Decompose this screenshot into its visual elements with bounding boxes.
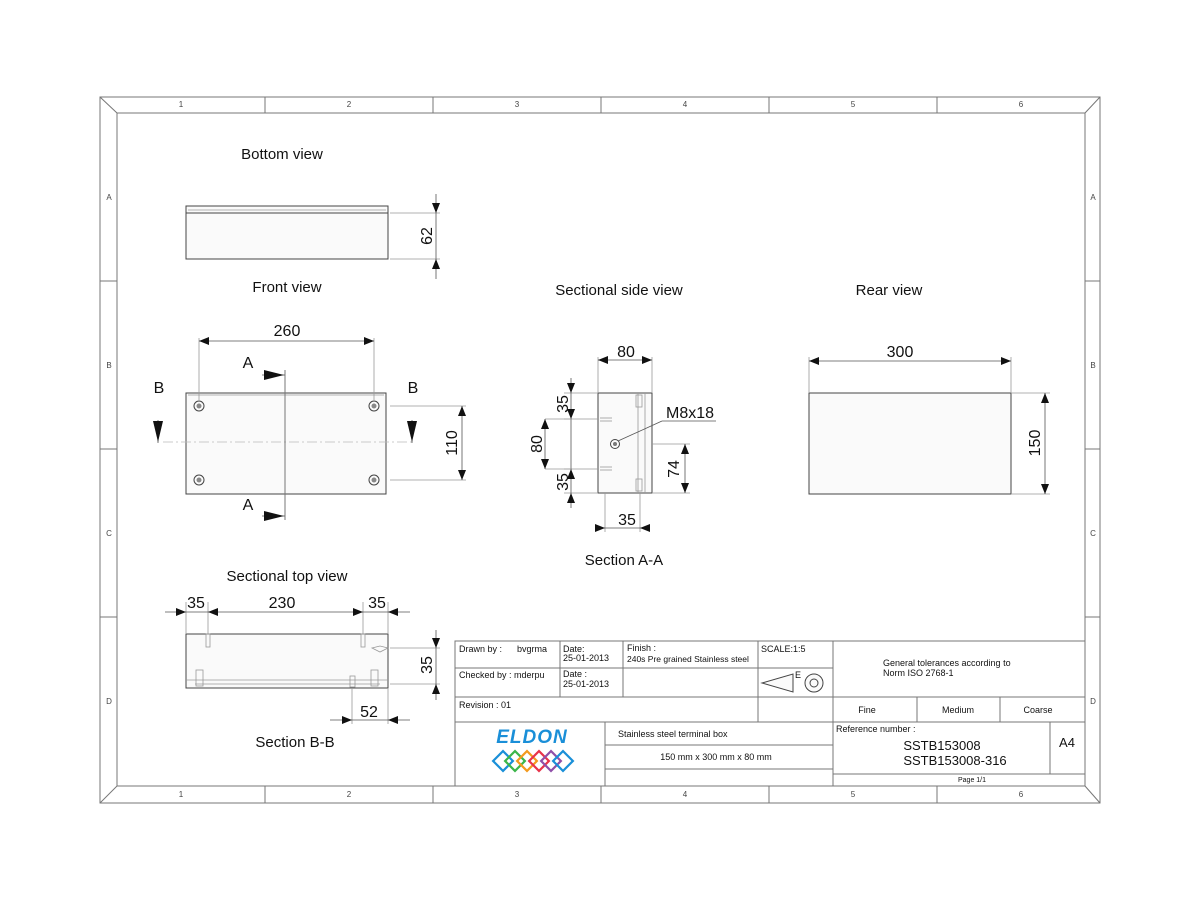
zone-col-top-6: 6 <box>1019 100 1024 109</box>
dim-top-35-right: 35 <box>368 595 386 612</box>
zone-row-left-a: A <box>106 193 112 202</box>
tolerance-line-1: General tolerances according to <box>883 658 1011 668</box>
dim-side-35-base: 35 <box>618 512 636 529</box>
reference-1: SSTB153008 <box>903 738 980 753</box>
page-number: Page 1/1 <box>958 777 986 784</box>
date-value-1: 25-01-2013 <box>563 653 609 663</box>
zone-row-right-c: C <box>1090 529 1096 538</box>
zone-row-right-a: A <box>1090 193 1096 202</box>
sectional-top-view: Sectional top view 35 230 35 35 <box>165 568 440 751</box>
zone-row-right-d: D <box>1090 697 1096 706</box>
dim-rear-width: 300 <box>887 344 914 361</box>
section-bb-label: Section B-B <box>255 734 334 751</box>
projection-symbol: E <box>760 670 824 693</box>
eldon-logo: ELDON <box>491 727 575 773</box>
dim-side-80: 80 <box>529 435 546 453</box>
dim-top-35-left: 35 <box>187 595 205 612</box>
tolerance-coarse: Coarse <box>1023 705 1052 715</box>
drawn-by-value: bvgrma <box>517 644 547 654</box>
reference-label: Reference number : <box>836 724 916 734</box>
reference-2: SSTB153008-316 <box>903 753 1006 768</box>
bottom-view: Bottom view 62 <box>185 146 440 279</box>
zone-col-bottom-5: 5 <box>851 790 856 799</box>
zone-col-bottom-1: 1 <box>179 790 184 799</box>
date-value-2: 25-01-2013 <box>563 679 609 689</box>
cut-a-bottom: A <box>243 497 254 514</box>
cut-a-top: A <box>243 355 254 372</box>
title-block: Drawn by : bvgrma Date: 25-01-2013 Finis… <box>454 640 1086 787</box>
dim-side-35-bottom: 35 <box>555 473 572 491</box>
zone-row-left-b: B <box>106 361 111 370</box>
dim-side-35-top: 35 <box>555 395 572 413</box>
zone-col-top-2: 2 <box>347 100 352 109</box>
side-view-title: Sectional side view <box>555 282 683 299</box>
revision: Revision : 01 <box>459 700 511 710</box>
dim-front-height: 110 <box>444 430 461 456</box>
dim-top-35-side: 35 <box>419 656 436 674</box>
finish-label: Finish : <box>627 643 656 653</box>
date-label-1: Date: <box>563 644 585 654</box>
zone-col-top-5: 5 <box>851 100 856 109</box>
front-view-title: Front view <box>252 279 321 296</box>
front-view: Front view 260 110 A A B B <box>153 279 466 521</box>
top-view-title: Sectional top view <box>227 568 348 585</box>
dim-top-52: 52 <box>360 704 378 721</box>
sectional-side-view: Sectional side view M8x18 80 35 <box>529 282 716 569</box>
dim-top-230: 230 <box>269 595 296 612</box>
section-aa-label: Section A-A <box>585 552 663 569</box>
zone-col-top-4: 4 <box>683 100 688 109</box>
zone-col-bottom-6: 6 <box>1019 790 1024 799</box>
dim-side-width: 80 <box>617 344 635 361</box>
dim-side-74: 74 <box>666 460 683 478</box>
projection-letter: E <box>795 670 801 680</box>
rear-view: Rear view 300 150 <box>808 282 1050 495</box>
finish-value: 240s Pre grained Stainless steel <box>627 654 749 664</box>
dim-rear-height: 150 <box>1027 430 1044 457</box>
description: Stainless steel terminal box <box>618 729 728 739</box>
tolerance-fine: Fine <box>858 705 876 715</box>
zone-row-left-c: C <box>106 529 112 538</box>
zone-col-bottom-3: 3 <box>515 790 520 799</box>
logo-wordmark: ELDON <box>496 727 568 748</box>
drawn-by-label: Drawn by : <box>459 644 502 654</box>
zone-row-left-d: D <box>106 697 112 706</box>
cut-b-left: B <box>154 380 165 397</box>
dim-front-width: 260 <box>274 323 301 340</box>
tolerance-medium: Medium <box>942 705 974 715</box>
tolerance-line-2: Norm ISO 2768-1 <box>883 668 954 678</box>
size: 150 mm x 300 mm x 80 mm <box>660 752 772 762</box>
date-label-2: Date : <box>563 669 587 679</box>
bottom-view-title: Bottom view <box>241 146 323 163</box>
paper-size: A4 <box>1059 735 1075 750</box>
zone-labels: 1 2 3 4 5 6 1 2 3 4 5 6 A B C D A B C D <box>106 100 1096 799</box>
dim-m8-label: M8x18 <box>666 405 714 422</box>
zone-row-right-b: B <box>1090 361 1095 370</box>
dim-bottom-height: 62 <box>419 227 436 245</box>
zone-col-bottom-2: 2 <box>347 790 352 799</box>
rear-view-title: Rear view <box>856 282 923 299</box>
zone-col-bottom-4: 4 <box>683 790 688 799</box>
scale-value: SCALE:1:5 <box>761 644 806 654</box>
zone-col-top-3: 3 <box>515 100 520 109</box>
checked-by: Checked by : mderpu <box>459 670 545 680</box>
cut-b-right: B <box>408 380 419 397</box>
zone-col-top-1: 1 <box>179 100 184 109</box>
